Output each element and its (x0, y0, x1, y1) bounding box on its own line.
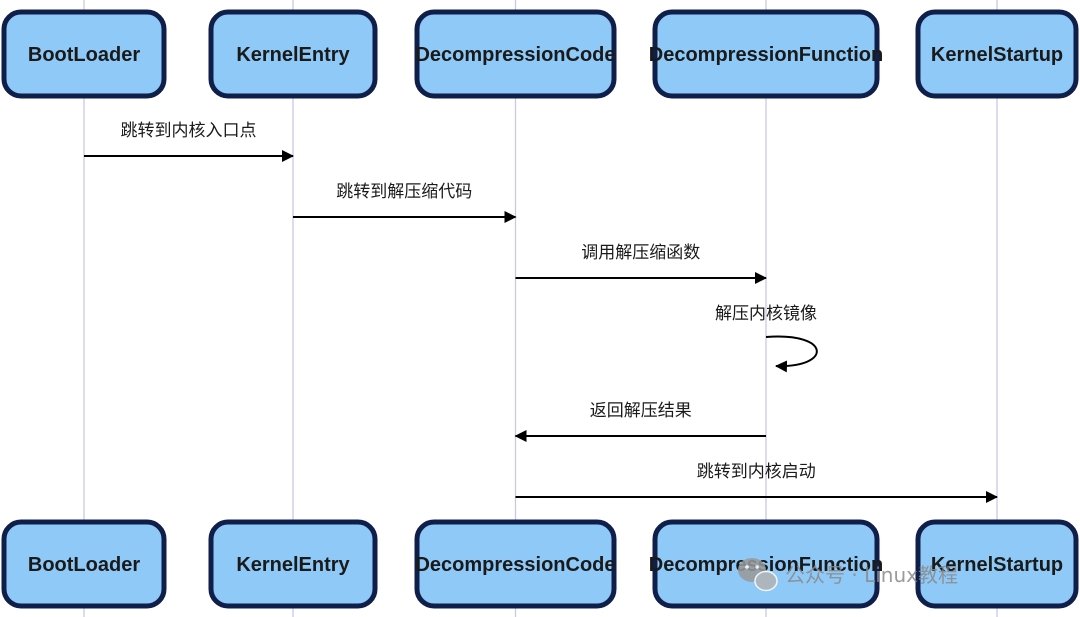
participant-label: DecompressionCode (415, 44, 615, 66)
participant-label: DecompressionCode (415, 554, 615, 576)
participant-bottom-kernelstartup: KernelStartup (915, 519, 1079, 609)
watermark-text: 公众号 · Linux教程 (785, 563, 958, 587)
participant-label: KernelStartup (931, 44, 1063, 66)
participant-bottom-decompfunc: DecompressionFunction (649, 519, 883, 609)
participant-box (414, 519, 617, 609)
wechat-icon (738, 558, 778, 592)
participant-label: KernelEntry (236, 554, 350, 576)
participant-box (414, 9, 617, 99)
participant-label: BootLoader (28, 554, 140, 576)
participant-top-decompfunc: DecompressionFunction (649, 9, 883, 99)
message-label: 跳转到内核启动 (697, 462, 816, 482)
message-5: 返回解压结果 (514, 401, 766, 442)
message-label: 调用解压缩函数 (581, 243, 700, 263)
message-label: 解压内核镜像 (715, 304, 817, 324)
message-label: 跳转到内核入口点 (121, 121, 257, 141)
message-6: 跳转到内核启动 (515, 462, 998, 503)
message-1: 跳转到内核入口点 (84, 121, 294, 162)
self-arrow (765, 335, 818, 373)
participant-top-kernelstartup: KernelStartup (915, 9, 1079, 99)
participant-box (1, 519, 167, 609)
participant-top-kernelentry: KernelEntry (208, 9, 378, 99)
participant-top-bootloader: BootLoader (1, 9, 167, 99)
participant-bottom-bootloader: BootLoader (1, 519, 167, 609)
participant-box (915, 519, 1079, 609)
participant-box (915, 9, 1079, 99)
participant-top-decompcode: DecompressionCode (414, 9, 617, 99)
participant-box (652, 519, 880, 609)
participant-label: KernelStartup (931, 554, 1063, 576)
participant-bottom-decompcode: DecompressionCode (414, 519, 617, 609)
participant-label: DecompressionFunction (649, 44, 883, 66)
participant-box (208, 519, 378, 609)
message-4: 解压内核镜像 (715, 304, 818, 373)
participant-bottom-kernelentry: KernelEntry (208, 519, 378, 609)
participant-box (208, 9, 378, 99)
participant-label: DecompressionFunction (649, 554, 883, 576)
message-3: 调用解压缩函数 (515, 243, 767, 284)
message-label: 跳转到解压缩代码 (336, 182, 472, 202)
participant-label: BootLoader (28, 44, 140, 66)
participant-box (652, 9, 880, 99)
message-2: 跳转到解压缩代码 (293, 182, 517, 223)
watermark: 公众号 · Linux教程 (738, 558, 958, 592)
message-label: 返回解压结果 (590, 401, 692, 421)
participant-box (1, 9, 167, 99)
participant-label: KernelEntry (236, 44, 350, 66)
